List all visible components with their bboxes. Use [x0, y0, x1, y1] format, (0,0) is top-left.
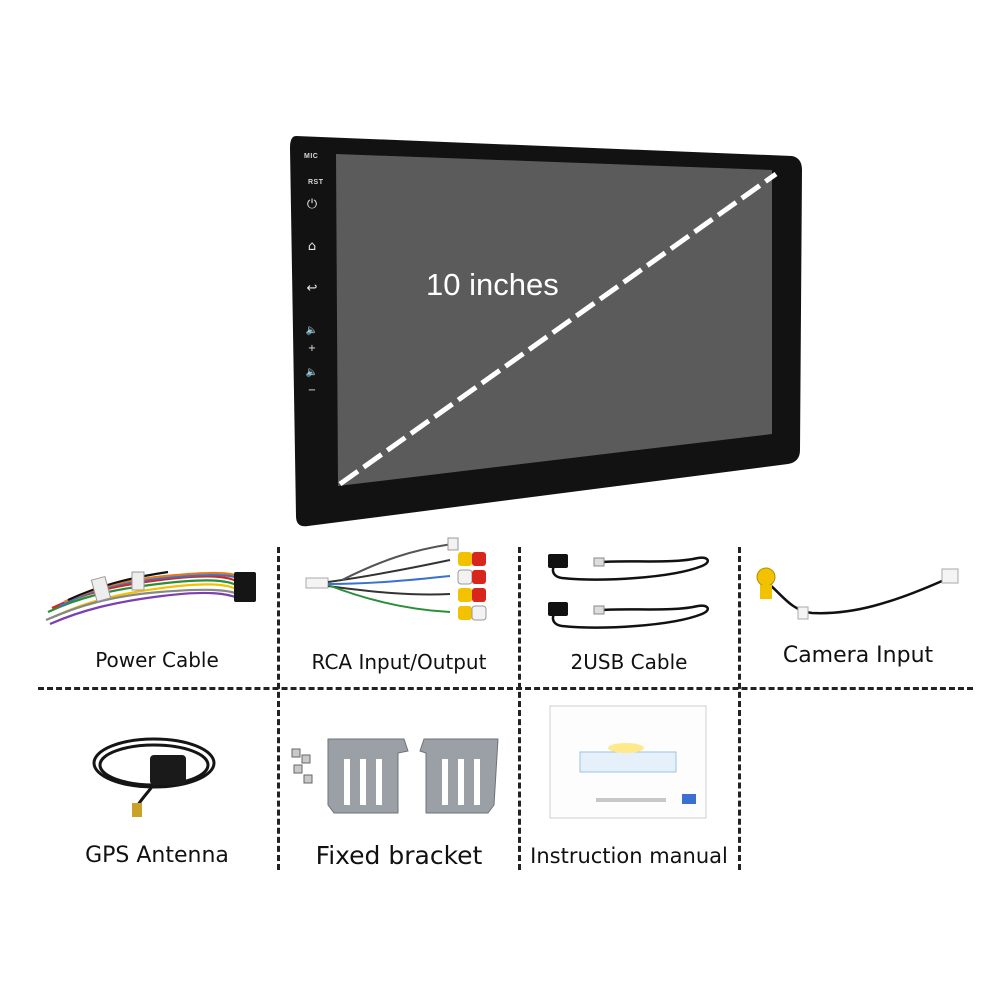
divider-vertical — [518, 547, 521, 870]
bracket-image — [291, 738, 499, 814]
bracket-label: Fixed bracket — [315, 841, 483, 870]
home-icon[interactable]: ⌂ — [307, 239, 317, 254]
manual-label: Instruction manual — [530, 844, 728, 868]
accessory-fixed-bracket: Fixed bracket — [282, 735, 516, 875]
rca-cable-image — [305, 537, 487, 621]
back-icon[interactable]: ↩ — [306, 281, 318, 296]
divider-vertical — [277, 547, 280, 870]
head-unit: MIC RST ⏻ ⌂ ↩ 🔈+ 🔈− 10 inches — [286, 134, 802, 528]
usb-label: 2USB Cable — [570, 650, 688, 674]
accessory-gps-antenna: GPS Antenna — [38, 725, 276, 873]
screen — [336, 154, 772, 486]
divider-horizontal — [38, 687, 973, 690]
gps-antenna-image — [92, 737, 216, 817]
rca-label: RCA Input/Output — [311, 650, 487, 674]
accessory-usb-cable: 2USB Cable — [522, 548, 736, 685]
power-cable-image — [45, 570, 256, 626]
accessory-camera-input: Camera Input — [742, 555, 974, 685]
camera-cable-image — [756, 567, 959, 620]
mic-label: MIC — [304, 153, 319, 160]
divider-vertical — [738, 547, 741, 870]
screen-size-label: 10 inches — [426, 267, 559, 302]
accessory-power-cable: Power Cable — [38, 550, 276, 685]
power-icon[interactable]: ⏻ — [306, 197, 318, 212]
accessory-rca-cable: RCA Input/Output — [282, 530, 516, 685]
camera-label: Camera Input — [782, 643, 934, 668]
gps-label: GPS Antenna — [85, 843, 229, 868]
volume-down-icon[interactable]: 🔈− — [305, 367, 319, 396]
rst-label: RST — [308, 179, 324, 186]
manual-image — [549, 705, 707, 819]
diagonal-measure-line — [338, 171, 778, 487]
head-unit-graphic — [290, 136, 802, 527]
accessory-instruction-manual: Instruction manual — [522, 702, 736, 872]
rca-plugs — [447, 537, 487, 621]
volume-up-icon[interactable]: 🔈+ — [305, 325, 319, 354]
power-cable-label: Power Cable — [95, 648, 219, 672]
usb-cable-image — [548, 554, 709, 629]
